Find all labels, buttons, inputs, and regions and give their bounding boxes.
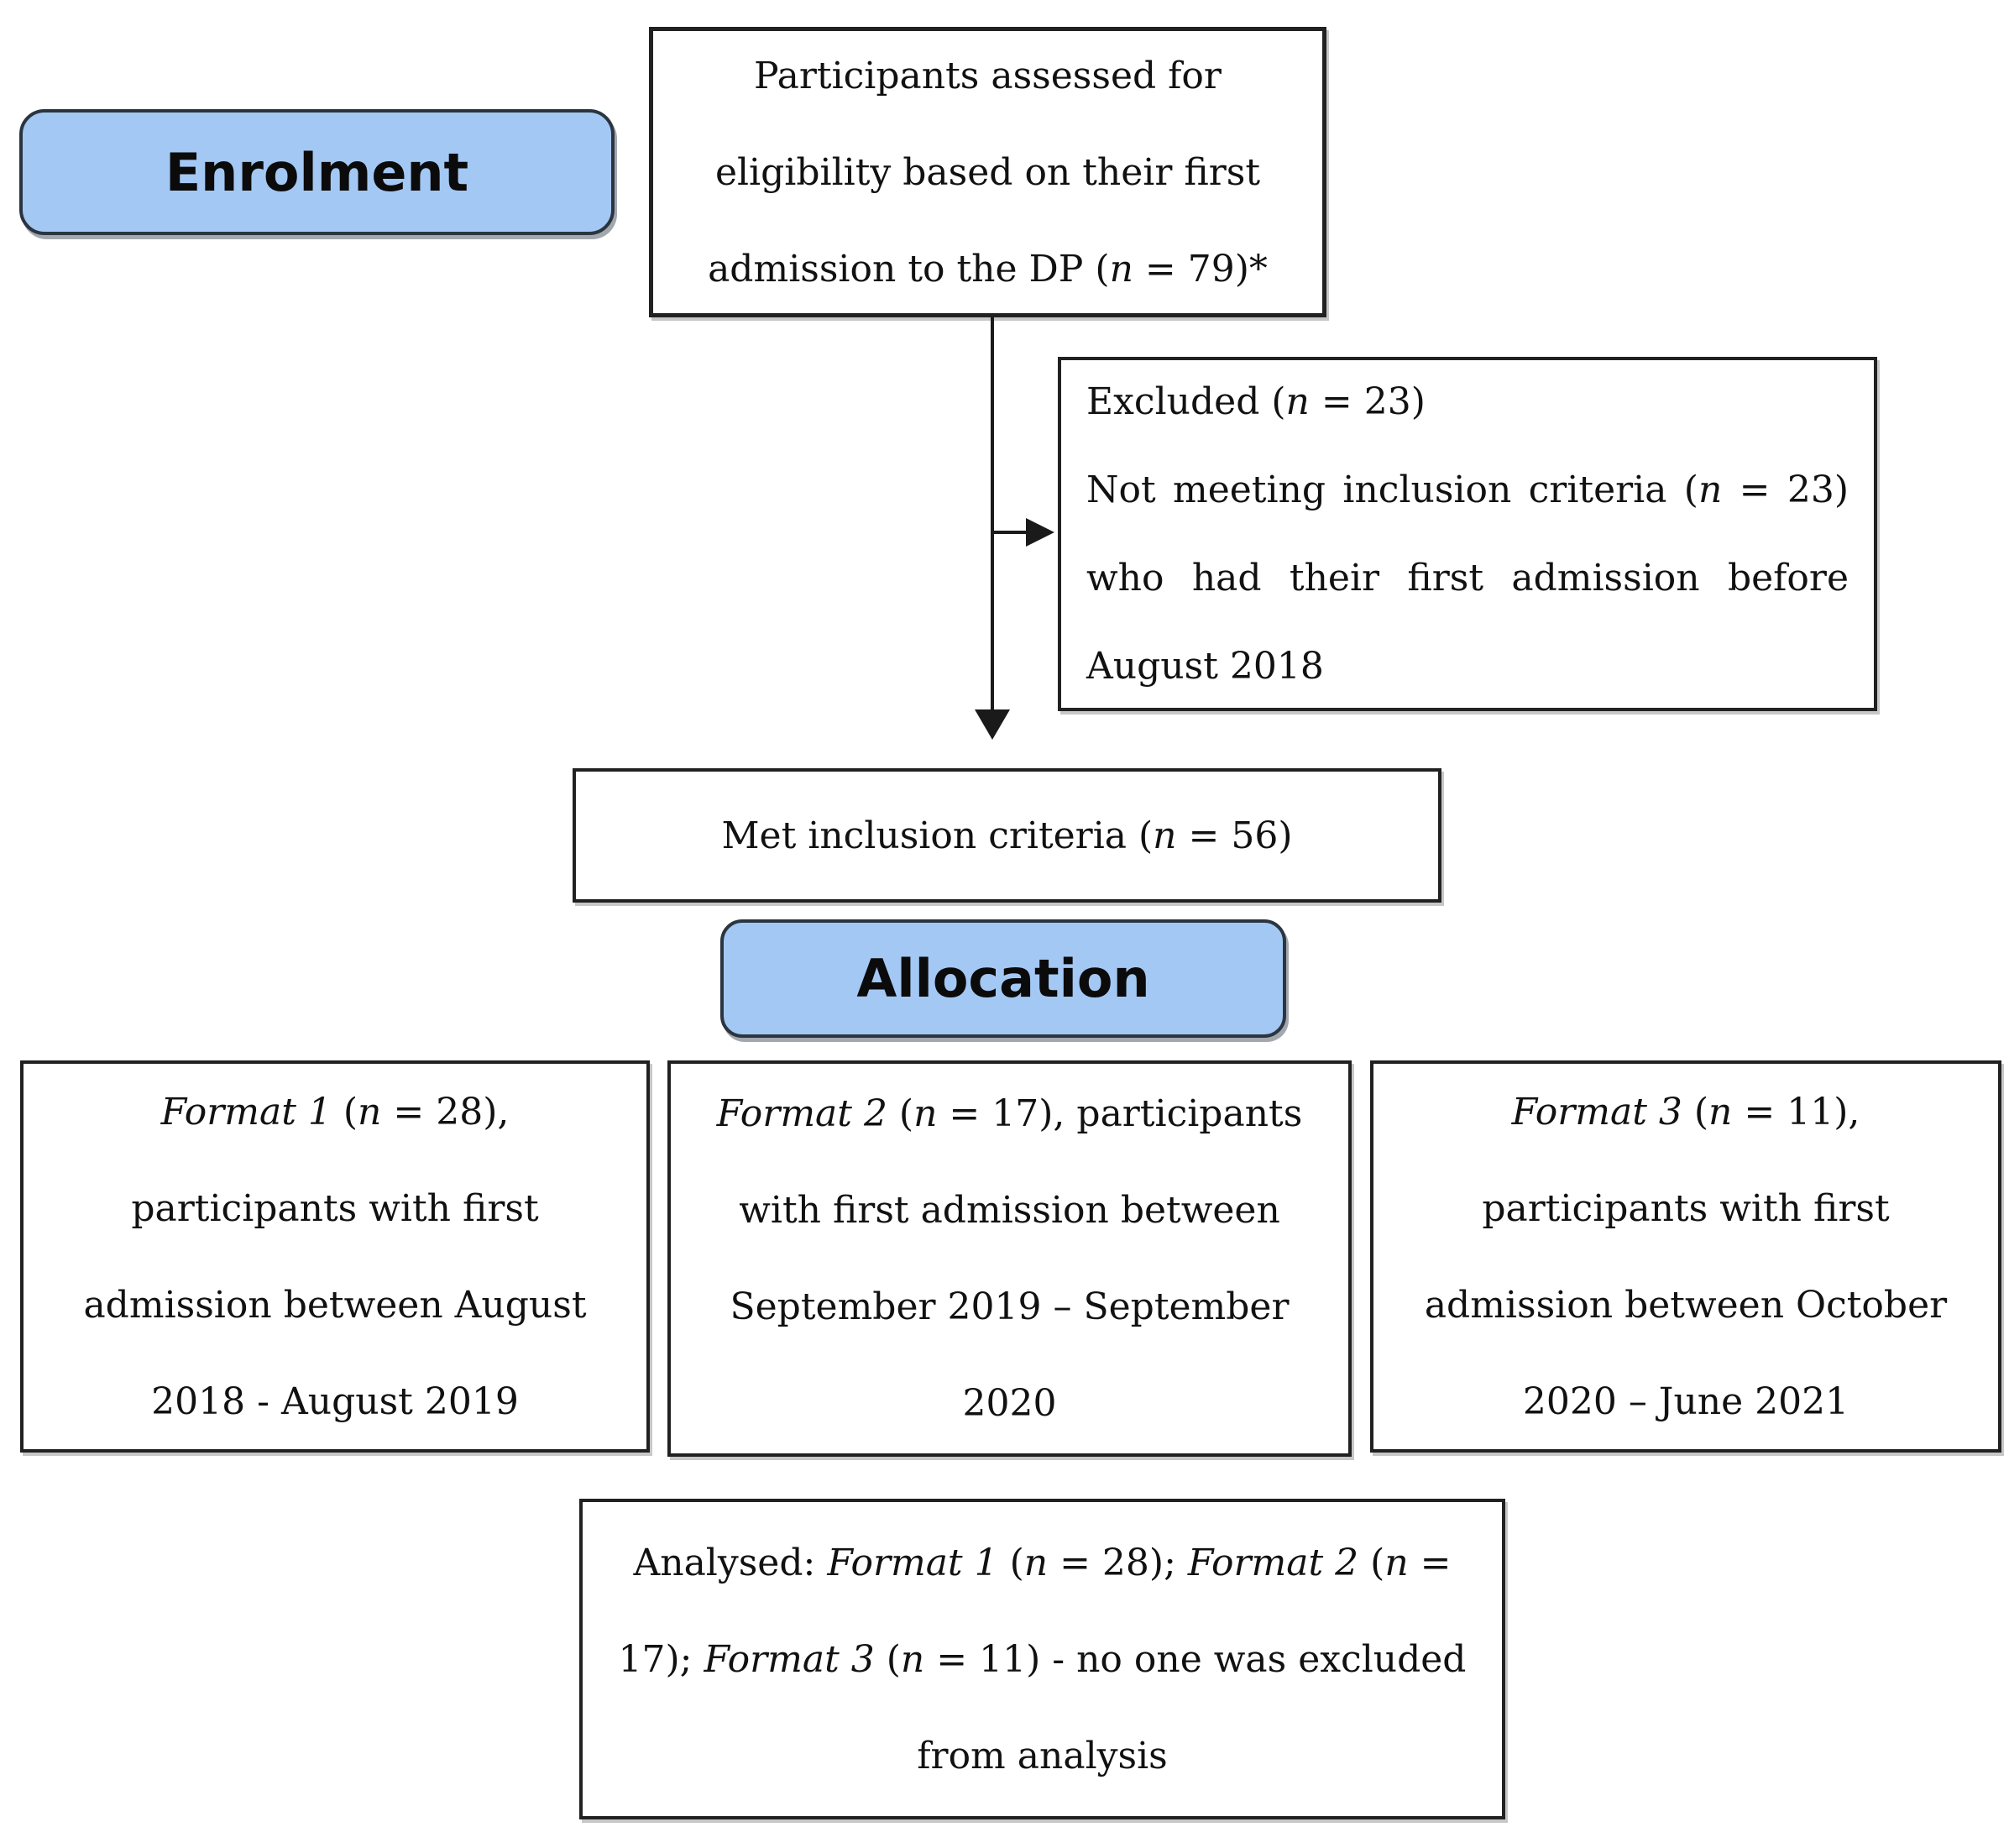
format3-allocation-box: Format 3 (n = 11),participants with firs… bbox=[1370, 1060, 2001, 1453]
excluded-box: Excluded (n = 23)Not meeting inclusion c… bbox=[1058, 357, 1877, 711]
right-branch-arrowhead-icon bbox=[1026, 518, 1054, 547]
met-inclusion-criteria-box: Met inclusion criteria (n = 56) bbox=[573, 768, 1441, 903]
right-branch-arrow-line bbox=[992, 531, 1028, 534]
down-arrow-line bbox=[991, 317, 994, 709]
down-arrowhead-icon bbox=[975, 709, 1010, 740]
format1-allocation-box: Format 1 (n = 28),participants with firs… bbox=[20, 1060, 650, 1453]
allocation-stage-label: Allocation bbox=[720, 919, 1286, 1038]
analysed-box: Analysed: Format 1 (n = 28); Format 2 (n… bbox=[579, 1499, 1505, 1819]
enrolment-stage-label: Enrolment bbox=[19, 109, 615, 235]
